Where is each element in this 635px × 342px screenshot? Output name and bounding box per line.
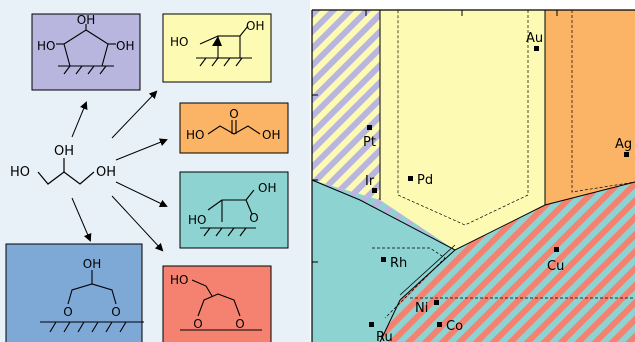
cyclobutane-ho: HO xyxy=(170,35,188,49)
dioxane-ch2oh-box: HO O O xyxy=(162,265,272,342)
label-cu: Cu xyxy=(547,259,564,274)
label-pt: Pt xyxy=(363,135,376,150)
oxetane-ho: HO xyxy=(188,213,206,227)
dioxane-ch2oh-o2: O xyxy=(235,317,244,331)
glycerol-ho-left: HO xyxy=(10,165,30,180)
arrow-to-cyclic-triol xyxy=(71,101,88,138)
cyclic-triol-oh-top: OH xyxy=(77,13,95,27)
label-au: Au xyxy=(526,31,543,46)
marker-ni xyxy=(434,300,439,305)
marker-au xyxy=(534,46,539,51)
arrow-to-oxetane xyxy=(115,181,168,208)
marker-pt xyxy=(367,125,372,130)
marker-ag xyxy=(624,152,629,157)
dioxane-oh-o2: O xyxy=(111,305,120,319)
label-ir: Ir xyxy=(365,174,375,189)
oxetane-box: OH HO O xyxy=(179,171,289,249)
cyclic-triol-oh-right: OH xyxy=(116,39,134,53)
label-co: Co xyxy=(446,319,463,334)
marker-ru xyxy=(369,322,374,327)
arrow-to-cyclobutane xyxy=(111,90,158,139)
region-teal xyxy=(312,180,455,300)
marker-ir xyxy=(372,188,377,193)
dha-ho: HO xyxy=(186,128,204,142)
dha-o: O xyxy=(229,107,238,121)
dioxane-oh-o1: O xyxy=(63,305,72,319)
dha-oh: OH xyxy=(262,128,280,142)
region-purple-hatched xyxy=(312,10,380,200)
cyclic-triol-ho-left: HO xyxy=(37,39,55,53)
marker-rh xyxy=(381,257,386,262)
glycerol-molecule xyxy=(37,158,95,185)
cyclic-triol-box: OH HO OH xyxy=(31,13,141,91)
dioxane-oh-box: OH O O xyxy=(5,243,144,342)
cyclobutane-oh: OH xyxy=(246,19,264,33)
marker-co xyxy=(437,322,442,327)
region-salmon-hatched xyxy=(380,182,635,342)
arrow-to-dioxane-oh xyxy=(71,197,92,242)
marker-cu xyxy=(554,247,559,252)
reaction-arrows xyxy=(71,90,168,252)
arrow-to-dihydroxyacetone xyxy=(115,138,168,161)
dioxane-ch2oh-ho: HO xyxy=(170,273,188,287)
oxetane-oh: OH xyxy=(258,181,276,195)
label-ni: Ni xyxy=(415,301,428,316)
region-orange xyxy=(545,10,635,205)
selectivity-map: Au Ag Pt Ir Pd Rh Cu Ni Co Ru xyxy=(311,9,635,342)
label-ru: Ru xyxy=(376,330,393,342)
glycerol-oh-right: OH xyxy=(96,165,116,180)
label-rh: Rh xyxy=(390,256,407,271)
label-pd: Pd xyxy=(417,173,433,188)
oxetane-o: O xyxy=(249,211,258,225)
marker-pd xyxy=(408,176,413,181)
label-ag: Ag xyxy=(615,137,632,152)
glycerol-oh-top: OH xyxy=(54,144,74,159)
region-teal-bottom xyxy=(312,300,400,342)
dioxane-oh-label: OH xyxy=(83,257,101,271)
dihydroxyacetone-box: O HO OH xyxy=(179,102,289,154)
metal-markers xyxy=(367,46,629,327)
map-ticks xyxy=(312,10,558,263)
arrow-to-dioxane-ch2oh xyxy=(111,195,164,252)
cyclobutane-diol-box: HO OH xyxy=(162,13,272,83)
dioxane-ch2oh-o1: O xyxy=(193,317,202,331)
